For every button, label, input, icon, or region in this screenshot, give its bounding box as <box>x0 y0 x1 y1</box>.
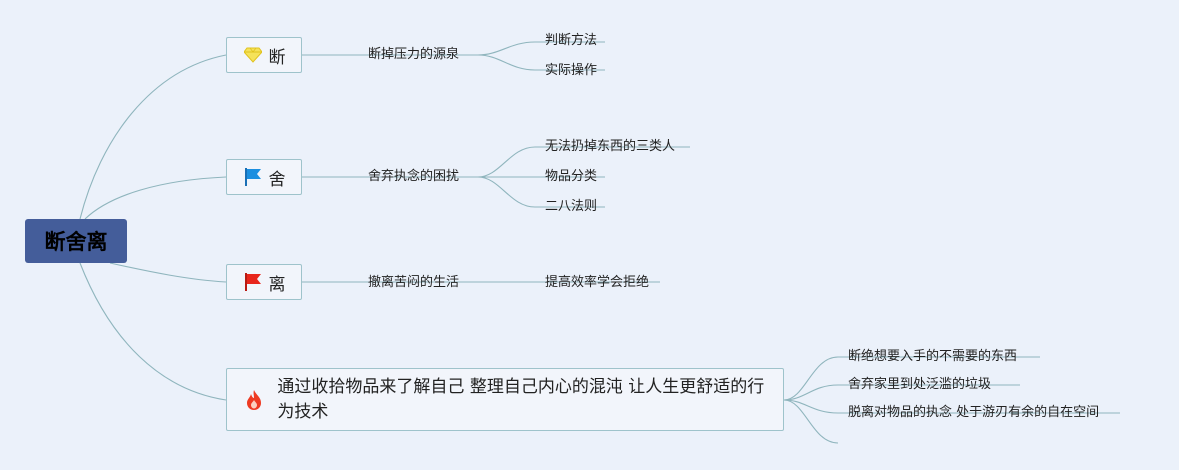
branch-2-subtopic[interactable]: 舍弃执念的困扰 <box>368 169 460 184</box>
branch-1-label: 断 <box>268 47 286 68</box>
branch-node-1[interactable]: 断 <box>226 37 302 73</box>
sub-1-to-leaf-1-line <box>477 41 536 56</box>
sub-2-to-leaf-3-line <box>477 176 536 208</box>
root-to-branch-1-line <box>79 54 227 220</box>
branch-1-leaf-1[interactable]: 判断方法 <box>545 33 598 48</box>
blue-flag-icon <box>243 167 263 187</box>
branch-3-subtopic[interactable]: 撤离苦闷的生活 <box>368 275 460 290</box>
branch-1-leaf-2[interactable]: 实际操作 <box>545 63 598 78</box>
root-label: 断舍离 <box>44 230 108 254</box>
branch-node-4[interactable]: 通过收拾物品来了解自己 整理自己内心的混沌 让人生更舒适的行为技术 <box>226 368 784 431</box>
sub-1-to-leaf-2-line <box>477 54 536 71</box>
branch-2-label: 舍 <box>268 169 286 190</box>
root-node[interactable]: 断舍离 <box>25 219 127 263</box>
branch-1-subtopic[interactable]: 断掉压力的源泉 <box>368 47 460 62</box>
branch-node-2[interactable]: 舍 <box>226 159 302 195</box>
root-to-branch-4-line <box>79 262 227 401</box>
branch-4-to-leaf-1-line <box>783 356 839 401</box>
branch-2-leaf-2[interactable]: 物品分类 <box>545 169 598 184</box>
branch-2-leaf-3[interactable]: 二八法则 <box>545 199 598 214</box>
root-to-branch-3-line <box>109 262 227 283</box>
root-to-branch-2-line <box>84 176 227 220</box>
branch-4-leaf-1[interactable]: 断绝想要入手的不需要的东西 <box>848 349 1018 364</box>
branch-4-to-leaf-4-line <box>783 399 839 444</box>
sub-2-to-leaf-1-line <box>477 146 536 178</box>
branch-4-leaf-2[interactable]: 舍弃家里到处泛滥的垃圾 <box>848 377 992 392</box>
branch-4-label: 通过收拾物品来了解自己 整理自己内心的混沌 让人生更舒适的行为技术 <box>277 376 765 422</box>
branch-2-leaf-1[interactable]: 无法扔掉东西的三类人 <box>545 139 676 154</box>
branch-3-label: 离 <box>268 274 286 295</box>
branch-3-leaf-1[interactable]: 提高效率学会拒绝 <box>545 275 650 290</box>
branch-node-3[interactable]: 离 <box>226 264 302 300</box>
red-flag-icon <box>243 272 263 292</box>
branch-4-leaf-3[interactable]: 脱离对物品的执念 处于游刃有余的自在空间 <box>848 405 1100 420</box>
fire-icon <box>245 389 263 410</box>
branch-4-to-leaf-2-line <box>783 384 839 401</box>
diamond-icon <box>243 45 263 65</box>
